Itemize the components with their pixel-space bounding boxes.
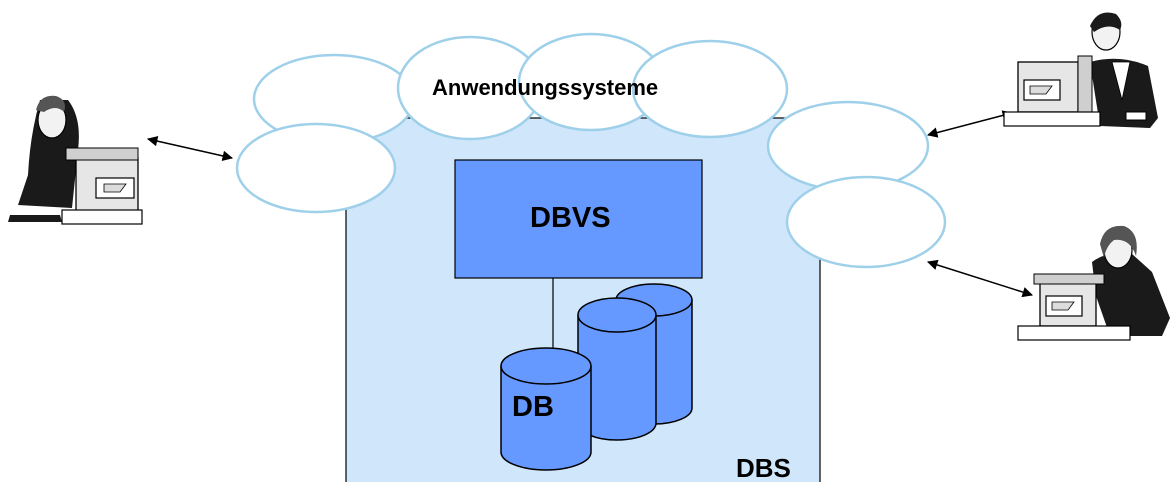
application-systems-label: Anwendungssysteme — [432, 75, 659, 100]
cloud-6 — [766, 100, 930, 192]
db-label: DB — [512, 391, 554, 423]
user-workstation-icon — [1003, 12, 1158, 128]
cloud-7 — [785, 175, 947, 269]
dbvs-box — [454, 159, 703, 279]
cloud-5 — [235, 122, 397, 214]
cloud-4 — [631, 39, 789, 139]
dbs-label: DBS — [736, 453, 791, 483]
user-workstation-icon — [1017, 225, 1170, 341]
double-arrow-icon — [926, 110, 1014, 138]
double-arrow-icon — [926, 259, 1034, 298]
user-workstation-icon — [8, 95, 143, 225]
application-systems-clouds — [235, 32, 947, 269]
dbvs-label: DBVS — [530, 202, 611, 234]
double-arrow-icon — [146, 135, 234, 162]
database-cylinder-icon — [500, 347, 592, 471]
